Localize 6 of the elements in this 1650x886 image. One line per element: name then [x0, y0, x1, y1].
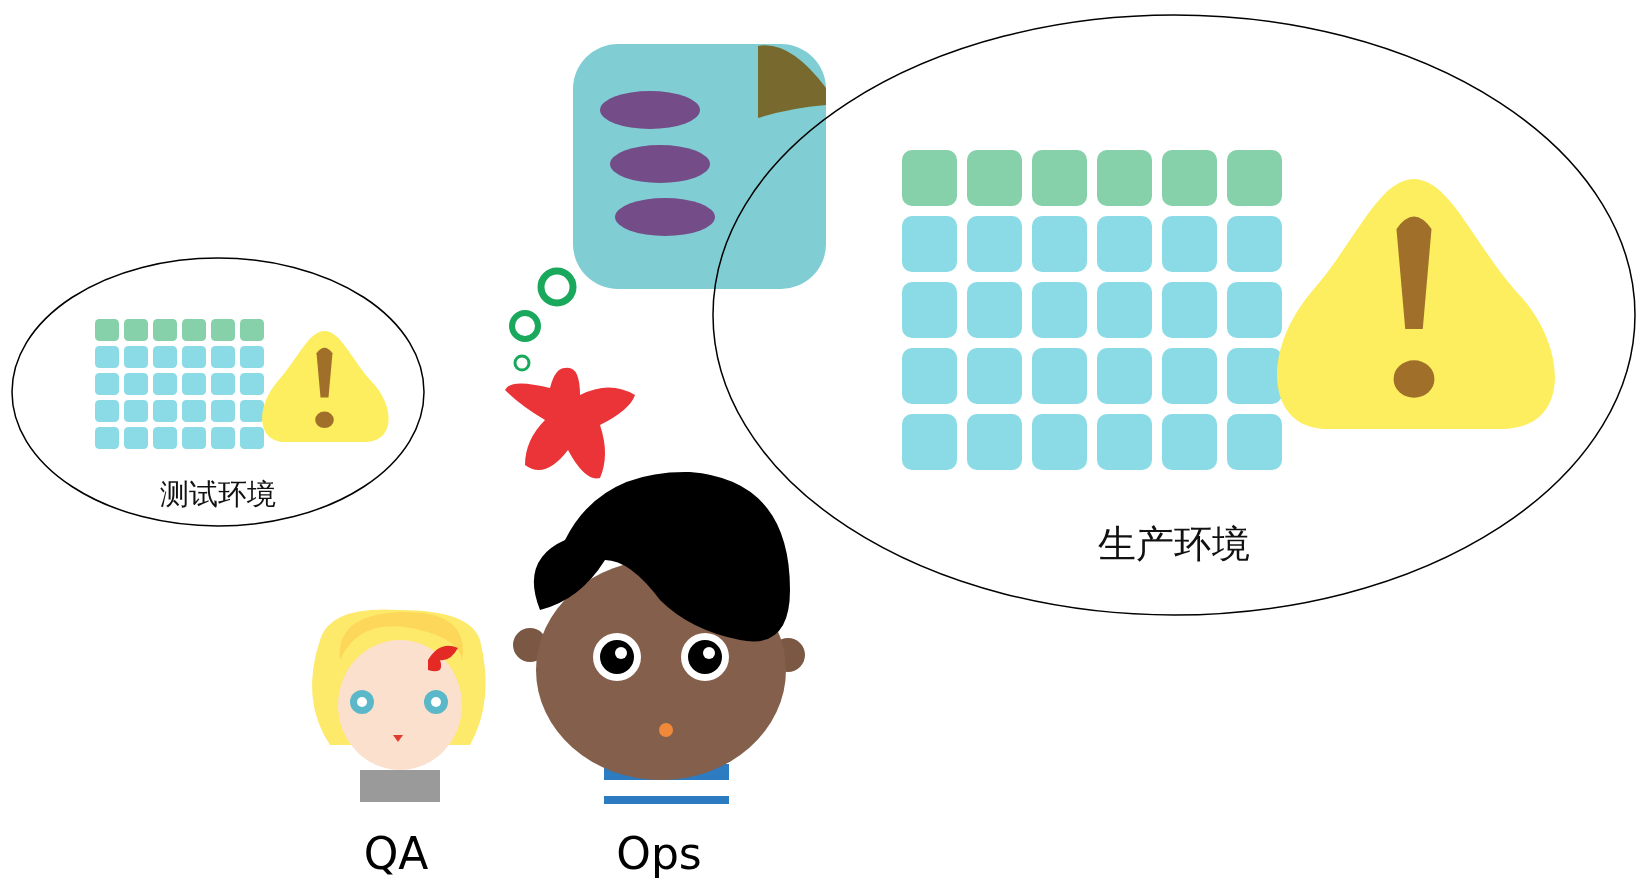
environment-ellipse: [11, 257, 425, 527]
environment-label: 测试环境: [159, 476, 277, 513]
environment-ellipse: [712, 14, 1636, 616]
environment-label: 生产环境: [1097, 521, 1251, 568]
person-label: Ops: [616, 828, 702, 879]
person-label: QA: [363, 828, 429, 879]
